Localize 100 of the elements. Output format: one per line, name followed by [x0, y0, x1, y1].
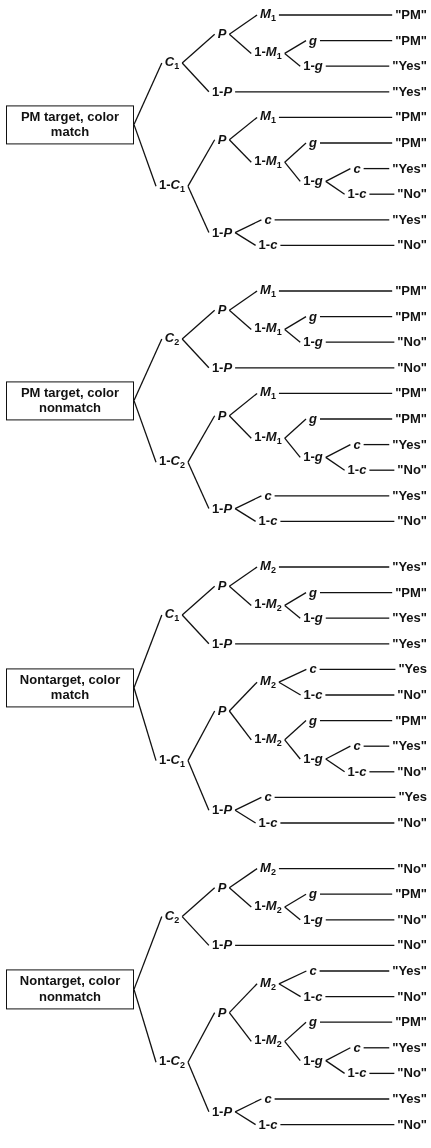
tree-branch [187, 759, 210, 811]
branch-probability: c [353, 1040, 361, 1055]
tree-branch [325, 617, 390, 619]
tree-branch [187, 415, 216, 463]
branch-probability: g [309, 309, 317, 324]
branch-probability: 1-g [303, 912, 323, 927]
response-label: "PM" [395, 309, 427, 324]
branch-probability: C$_{1}$ [164, 606, 180, 624]
tree-branch [234, 1098, 263, 1113]
branch-probability: 1-P [211, 501, 233, 516]
response-label: "PM" [395, 386, 427, 401]
tree-branch [278, 668, 308, 683]
tree-branch [319, 719, 393, 722]
branch-probability: P [217, 303, 227, 318]
tree-branch [319, 39, 393, 42]
branch-probability: 1-c [347, 1066, 367, 1081]
tree-branch [278, 867, 395, 870]
condition-box: Nontarget, color match [6, 668, 134, 708]
tree-branch [318, 668, 397, 671]
tree-branch [319, 418, 393, 420]
branch-probability: 1-M$_{2}$ [254, 731, 282, 749]
tree-branch [133, 988, 157, 1063]
branch-probability: M$_{2}$ [260, 975, 276, 993]
branch-probability: 1-c [347, 187, 367, 202]
tree-branch [325, 758, 346, 773]
response-label: "PM" [395, 33, 427, 48]
tree-branch [181, 614, 210, 645]
tree-branch [284, 315, 307, 331]
branch-probability: c [264, 790, 272, 805]
branch-probability: g [309, 713, 317, 728]
branch-probability: g [309, 135, 317, 151]
tree-branch [133, 614, 163, 689]
response-label: "Yes" [392, 636, 427, 651]
branch-probability: g [309, 585, 317, 600]
tree-branch [284, 39, 307, 55]
branch-probability: 1-P [211, 360, 233, 375]
response-label: "PM" [395, 585, 427, 600]
tree-branch [133, 338, 163, 402]
tree-branch [319, 142, 393, 144]
response-label: "No" [397, 187, 427, 202]
response-label: "Yes" [392, 59, 427, 74]
tree-branch [234, 944, 395, 947]
branch-probability: 1-M$_{2}$ [254, 898, 282, 916]
response-label: "No" [397, 1066, 427, 1081]
branch-probability: 1-M$_{2}$ [254, 1032, 282, 1050]
tree-branch [228, 33, 252, 55]
tree-branch [284, 52, 301, 67]
response-label: "Yes" [392, 611, 427, 626]
branch-probability: g [309, 411, 317, 427]
response-label: "No" [397, 335, 427, 350]
tree-branch [228, 116, 258, 141]
response-label: "PM" [395, 1015, 427, 1030]
tree-branch [278, 681, 302, 696]
tree-branch [234, 219, 263, 234]
tree-branch [325, 745, 352, 760]
branch-probability: 1-M$_{2}$ [254, 596, 282, 614]
tree-branch [228, 309, 252, 331]
response-label: "No" [397, 360, 427, 375]
response-label: "Yes" [392, 84, 427, 99]
response-label: "No" [397, 1117, 427, 1132]
tree-branch [279, 520, 395, 523]
branch-probability: c [309, 662, 317, 677]
tree-branch [284, 142, 307, 163]
branch-probability: c [353, 437, 361, 452]
branch-probability: 1-g [303, 1053, 323, 1068]
tree-branch [325, 65, 390, 67]
tree-branch [228, 983, 258, 1014]
tree-branch [284, 591, 307, 607]
response-label: "No" [397, 514, 427, 529]
branch-probability: 1-c [258, 815, 278, 831]
response-label: "PM" [395, 110, 427, 125]
branch-probability: C$_{2}$ [164, 330, 180, 348]
branch-probability: M$_{1}$ [260, 384, 276, 402]
response-label: "Yes [398, 790, 427, 805]
branch-probability: 1-P [211, 225, 233, 240]
branch-probability: c [264, 212, 272, 227]
response-label: "Yes" [392, 161, 427, 176]
response-label: "No" [397, 238, 427, 253]
tree-branch [234, 231, 257, 247]
response-label: "PM" [395, 7, 427, 23]
tree-branch [181, 338, 210, 369]
response-label: "PM" [395, 135, 427, 151]
tree-branch [284, 604, 301, 619]
branch-probability: M$_{1}$ [260, 6, 276, 24]
branch-probability: 1-P [211, 1104, 233, 1119]
branch-probability: 1-g [303, 174, 323, 189]
tree-branch [234, 495, 263, 510]
tree-branch [273, 1098, 390, 1100]
response-label: "No" [397, 815, 427, 831]
tree-branch [319, 315, 393, 318]
tree-branch [133, 123, 157, 187]
branch-probability: P [217, 880, 227, 895]
tree-branch [181, 887, 216, 918]
tree-branch [278, 970, 308, 985]
tree-branch [325, 1047, 352, 1062]
tree-branch [234, 367, 395, 369]
tree-branch [187, 1061, 210, 1113]
tree-branch [284, 437, 301, 459]
branch-probability: 1-P [211, 803, 233, 818]
tree-branch [284, 161, 301, 183]
